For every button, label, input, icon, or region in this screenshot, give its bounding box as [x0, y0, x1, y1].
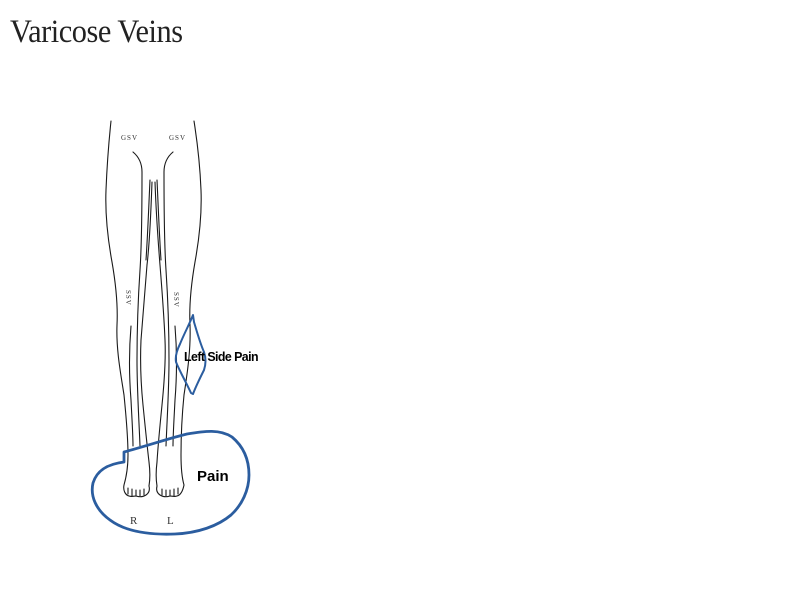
left-ssv-vein: [172, 325, 178, 447]
gsv-label-left: GSV: [169, 134, 186, 142]
left-foot-toes: [161, 487, 179, 497]
foot-label-left: L: [167, 515, 174, 527]
right-leg-inner-contour: [140, 181, 153, 487]
foot-label-right: R: [130, 515, 138, 527]
ssv-label-right: SSV: [124, 290, 132, 306]
left-gsv-vein: [163, 151, 174, 447]
right-foot-toes: [127, 487, 145, 497]
calf-pain-outline: [174, 314, 207, 395]
feet-pain-outline: [90, 429, 251, 536]
right-ssv-vein: [128, 325, 134, 447]
feet-pain-label: Pain: [197, 468, 229, 485]
legs-outline: [105, 120, 202, 498]
right-leg-outer-contour: [105, 120, 129, 486]
page-title: Varicose Veins: [10, 14, 183, 50]
gsv-label-right: GSV: [121, 134, 138, 142]
right-gsv-vein: [132, 151, 143, 447]
calf-pain-label: Left Side Pain: [184, 349, 259, 364]
left-leg-outer-contour: [180, 120, 202, 486]
ssv-label-left: SSV: [172, 292, 180, 308]
left-leg-inner-contour: [154, 181, 166, 487]
inner-thigh-line-left: [156, 179, 162, 261]
inner-thigh-line-right: [145, 179, 151, 261]
